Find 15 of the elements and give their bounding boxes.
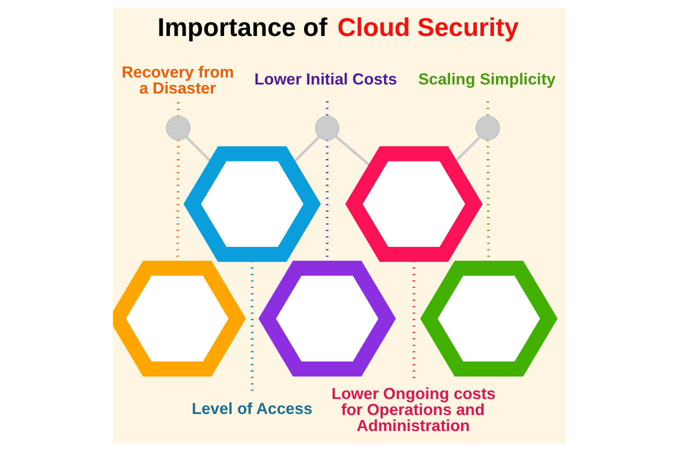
- node-text: Level of Access: [191, 400, 312, 418]
- node-text: Recovery from a Disaster: [121, 64, 234, 98]
- connector: [325, 101, 328, 116]
- node-text: Scaling Simplicity: [418, 70, 556, 89]
- diagram-title: Importance of Cloud Security: [156, 14, 518, 42]
- node-hexagon: [344, 146, 482, 262]
- node-hexagon: [420, 260, 558, 376]
- node-circle: [475, 116, 500, 140]
- node-hexagon: [258, 260, 396, 376]
- node-text: Lower Ongoing costs for Operations and Administration: [330, 384, 496, 436]
- node-hexagon: [112, 260, 246, 376]
- node-circle: [166, 116, 190, 140]
- node-circle: [314, 116, 339, 140]
- node-hexagon: [183, 146, 320, 262]
- node-text: Lower Initial Costs: [254, 70, 397, 89]
